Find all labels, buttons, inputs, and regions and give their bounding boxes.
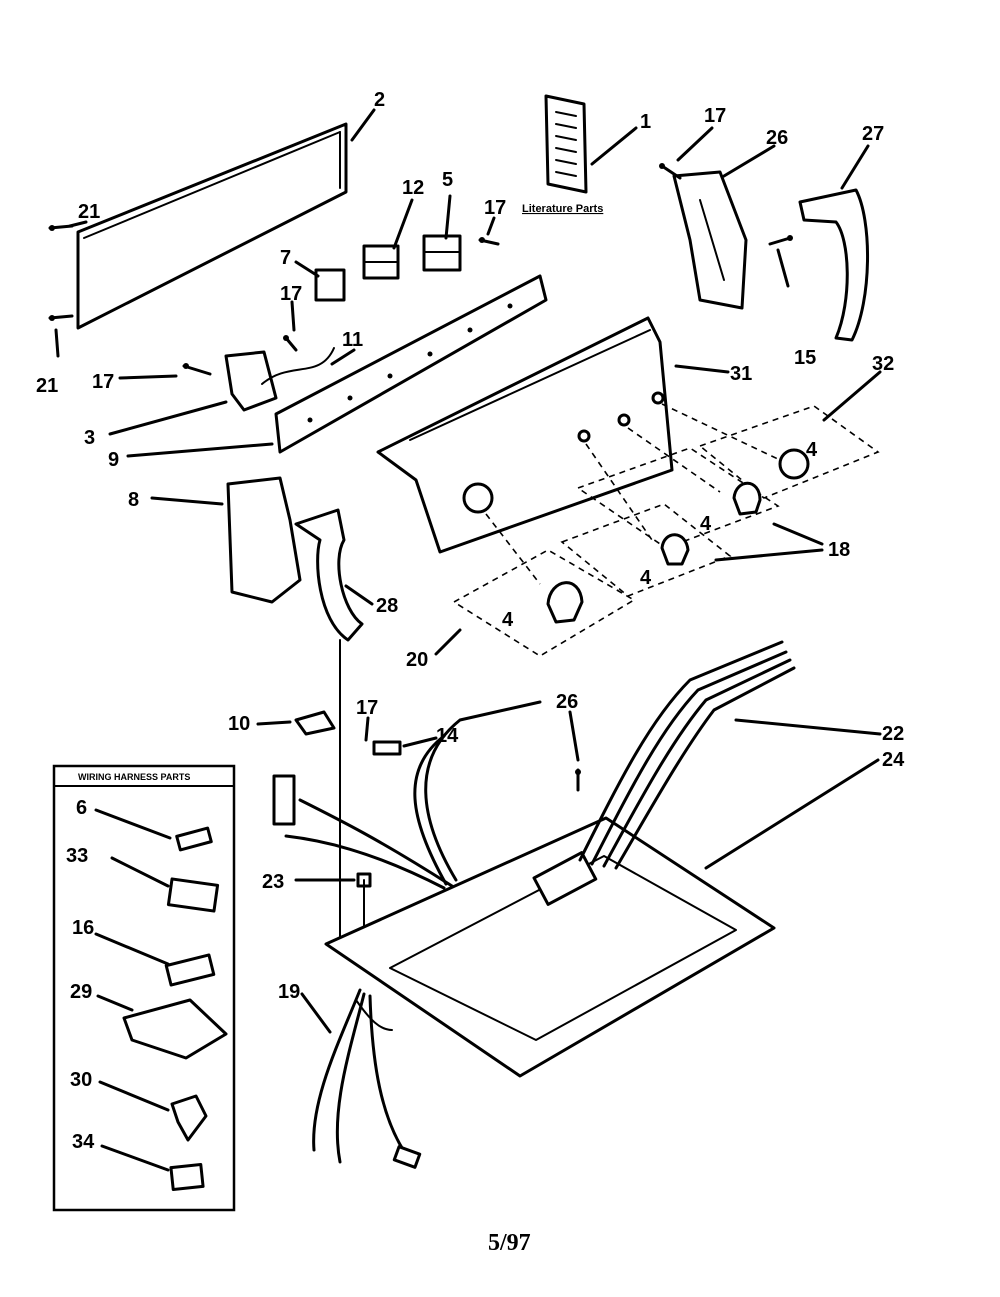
screw-15 [768,235,793,246]
callout-4: 4 [806,439,818,461]
screw-26-lower [575,768,581,792]
part-14-connector [372,740,402,756]
callout-26: 26 [556,691,578,713]
part-6 [175,826,213,852]
part-22-harness [578,640,796,870]
callout-20: 20 [406,649,428,671]
part-2-back-panel [76,122,348,330]
harness-main [272,700,542,890]
callout-7: 7 [280,247,291,269]
callout-17: 17 [704,105,726,127]
part-27-end-cap [798,188,870,342]
part-31-console [376,316,674,554]
callout-9: 9 [108,449,119,471]
wiring-harness-parts-box: WIRING HARNESS PARTS [52,764,236,1212]
callout-31: 31 [730,363,752,385]
part-28-end-cap [294,508,364,642]
callout-32: 32 [872,353,894,375]
callout-6: 6 [76,797,87,819]
screw-17-mid [283,335,298,352]
screw-17-center [478,237,500,246]
callout-3: 3 [84,427,95,449]
part-24-top-panel [324,816,776,1078]
part-19-harness [312,988,422,1169]
callout-21: 21 [78,201,100,223]
part-12-switch [362,244,400,280]
callout-22: 22 [882,723,904,745]
knob-32 [778,448,810,480]
callout-24: 24 [882,749,905,771]
part-3-bracket [224,350,278,412]
footer-date: 5/97 [488,1230,531,1256]
part-10-clip [294,710,336,736]
callout-15: 15 [794,347,816,369]
part-34 [169,1162,205,1192]
part-33 [166,877,220,913]
part-11-wire [261,347,335,385]
callout-27: 27 [862,123,884,145]
callout-1: 1 [640,111,651,133]
callout-labels: 2 1 17 26 27 12 5 17 Literature Parts 21… [36,89,905,1153]
callout-26: 26 [766,127,788,149]
callout-18: 18 [828,539,850,561]
literature-parts-label: Literature Parts [522,203,603,215]
part-9-control-strip [274,274,548,454]
callout-5: 5 [442,169,453,191]
screw-17-left [182,363,212,376]
knob-group-20 [452,549,636,657]
callout-14: 14 [436,725,459,747]
callout-28: 28 [376,595,398,617]
callout-19: 19 [278,981,300,1003]
screw-17-right [659,163,682,180]
callout-4: 4 [700,513,712,535]
callout-17: 17 [92,371,114,393]
screw-21-lower [48,314,74,321]
callout-17: 17 [280,283,302,305]
callout-29: 29 [70,981,92,1003]
screw-21-upper [48,224,74,231]
knob-group-18 [560,447,780,597]
part-26-end-bracket [672,170,748,310]
knob-18-lower [660,533,690,566]
callout-17: 17 [356,697,378,719]
callout-23: 23 [262,871,284,893]
part-7-switch [314,268,346,302]
knob-20 [546,581,584,624]
part-8-end-bracket [226,476,302,604]
callout-4: 4 [640,567,652,589]
callout-2: 2 [374,89,385,111]
callout-16: 16 [72,917,94,939]
callout-8: 8 [128,489,139,511]
part-29 [122,998,228,1060]
part-5-switch [422,234,462,272]
callout-17: 17 [484,197,506,219]
callout-34: 34 [72,1131,95,1153]
callout-30: 30 [70,1069,92,1091]
callout-12: 12 [402,177,424,199]
callout-33: 33 [66,845,88,867]
part-1-literature-card [544,94,588,194]
callout-21: 21 [36,375,58,397]
knob-group-32 [698,405,880,499]
callout-10: 10 [228,713,250,735]
leader-lines [54,108,882,1172]
part-16 [164,953,216,987]
callout-4: 4 [502,609,514,631]
wiring-box-title: WIRING HARNESS PARTS [78,772,190,782]
knob-18-upper [732,481,762,516]
callout-11: 11 [342,329,363,351]
part-30 [170,1094,208,1142]
